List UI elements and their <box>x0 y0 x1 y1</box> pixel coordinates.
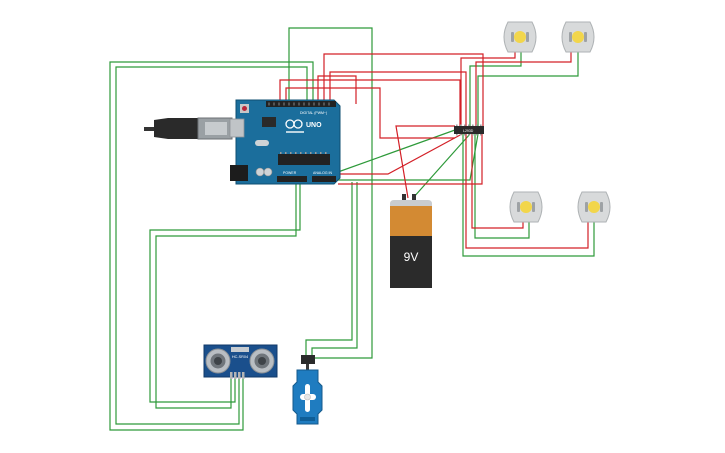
wire-d10[interactable] <box>323 53 484 126</box>
wire-servo-power[interactable] <box>305 182 353 355</box>
wire-arduino-driver-1[interactable] <box>337 129 456 173</box>
wire-d11[interactable] <box>317 75 357 104</box>
dc-motor-1[interactable] <box>503 21 537 53</box>
ultrasonic-sensor[interactable]: HC-SR04 <box>203 344 278 379</box>
usb-port[interactable] <box>229 118 245 138</box>
wire-sensor-gnd[interactable] <box>155 182 297 409</box>
atmega-chip <box>278 154 330 165</box>
motor-driver-label: L293D <box>463 129 474 133</box>
wire-d13[interactable] <box>279 79 461 126</box>
ultrasonic-label: HC-SR04 <box>232 355 248 359</box>
battery-9v[interactable]: 9V <box>390 194 432 288</box>
brand-label: UNO <box>306 122 322 129</box>
power-label: POWER <box>283 171 297 175</box>
ultrasonic-transducer-left <box>205 348 231 374</box>
wire-d12[interactable] <box>285 87 455 139</box>
wire-motor3-b[interactable] <box>474 134 530 239</box>
power-jack[interactable] <box>230 165 248 181</box>
micro-servo[interactable] <box>292 355 323 425</box>
wire-sensor-vcc[interactable] <box>109 61 314 431</box>
digital-label: DIGITAL (PWM~) <box>300 111 327 115</box>
wire-motor1-b[interactable] <box>469 50 522 126</box>
arduino-uno-board[interactable]: DIGITAL (PWM~) UNO POWER ANALOG IN <box>229 99 341 185</box>
wire-battery-neg[interactable] <box>412 133 471 199</box>
wire-motor2-b[interactable] <box>477 50 579 126</box>
wire-arduino-driver-2[interactable] <box>336 133 479 181</box>
green-wires <box>109 27 595 431</box>
wire-d9[interactable] <box>329 71 467 126</box>
wire-sensor-trig[interactable] <box>115 66 308 425</box>
wire-motor4[interactable] <box>462 134 595 257</box>
wire-arduino-5v-driver[interactable] <box>338 133 463 175</box>
arduino-logo <box>285 119 303 129</box>
dc-motor-3[interactable] <box>509 191 543 223</box>
dc-motor-2[interactable] <box>561 21 595 53</box>
wire-sensor-echo[interactable] <box>149 178 301 403</box>
analog-header <box>312 176 336 182</box>
wire-servo-signal[interactable] <box>288 27 373 359</box>
wire-motor1-a[interactable] <box>460 50 516 126</box>
analog-label: ANALOG IN <box>313 171 333 175</box>
wire-motor3-a[interactable] <box>471 134 524 229</box>
servo-horn[interactable] <box>300 384 316 412</box>
battery-label: 9V <box>404 250 419 264</box>
wire-motor4-a[interactable] <box>465 134 589 249</box>
dc-motor-4[interactable] <box>577 191 611 223</box>
motor-driver-ic[interactable]: L293D <box>454 124 484 136</box>
digital-header <box>266 101 336 107</box>
usb-cable[interactable] <box>144 117 233 140</box>
red-wires <box>279 50 589 249</box>
wire-driver-batt-pos[interactable] <box>395 125 455 199</box>
wire-motor2-a[interactable] <box>475 50 572 126</box>
ultrasonic-transducer-right <box>249 348 275 374</box>
wire-driver-power[interactable] <box>338 134 483 185</box>
wire-servo-gnd[interactable] <box>311 182 358 355</box>
power-header <box>277 176 307 182</box>
